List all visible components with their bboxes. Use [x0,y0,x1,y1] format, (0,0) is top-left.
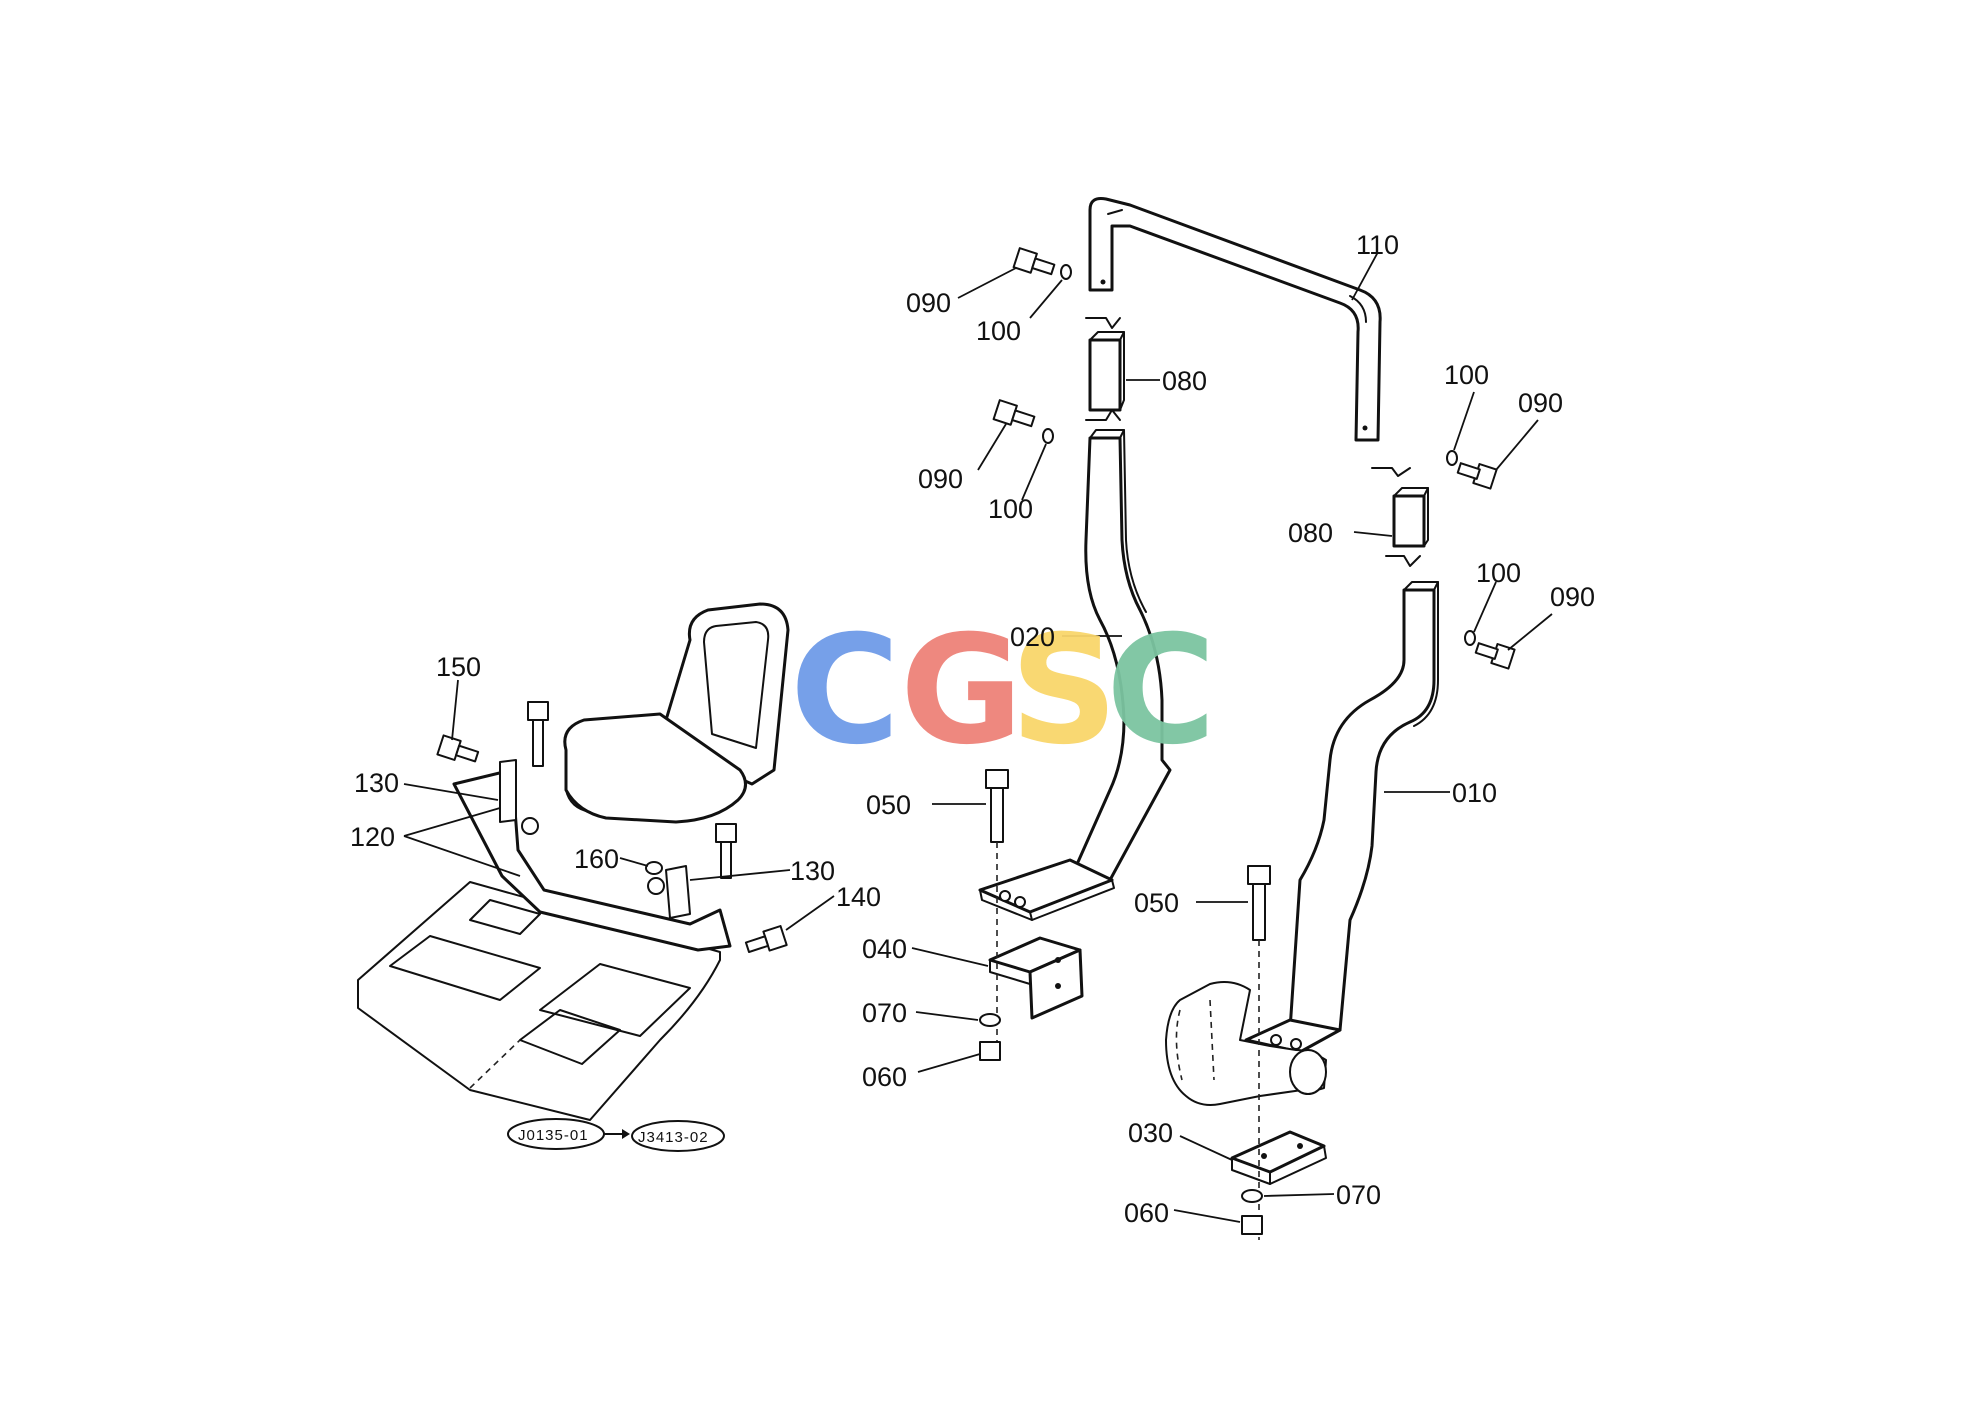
watermark-letter-3: S [1010,604,1118,778]
reference-links: J0135-01 J3413-02 [507,1118,725,1152]
callout-090-b: 090 [918,464,963,494]
watermark-letter-1: C [790,604,900,778]
reference-2: J3413-02 [638,1129,709,1146]
callout-080-b: 080 [1288,518,1333,548]
callout-120: 120 [350,822,395,852]
callout-140: 140 [836,882,881,912]
callout-070-a: 070 [862,998,907,1028]
callout-110: 110 [1356,230,1399,260]
callout-090-c: 090 [1518,388,1563,418]
leader-lines [403,251,1553,1223]
callout-150: 150 [436,652,481,682]
bracket-040 [988,936,1084,1020]
callout-130-b: 130 [790,856,835,886]
right-upright-010 [1244,467,1439,1063]
callout-070-b: 070 [1336,1180,1381,1210]
callout-080-a: 080 [1162,366,1207,396]
hardware [979,247,1516,1240]
seat [563,602,790,824]
callout-130-a: 130 [354,768,399,798]
callout-020: 020 [1010,622,1055,652]
callout-060-a: 060 [862,1062,907,1092]
cgsc-watermark: C G S C [790,604,1216,778]
watermark-letter-4: C [1106,604,1216,778]
reference-1: J0135-01 [518,1127,589,1144]
callout-090-a: 090 [906,288,951,318]
seat-rail [452,759,732,952]
roll-bar-top-110 [1088,197,1382,442]
callout-060-b: 060 [1124,1198,1169,1228]
callout-160: 160 [574,844,619,874]
callout-090-d: 090 [1550,582,1595,612]
callout-040: 040 [862,934,907,964]
callout-100-a: 100 [976,316,1021,346]
axle-housing [1165,981,1327,1106]
bracket-030 [1230,1130,1327,1185]
sleeve-left-080 [1085,317,1125,421]
callout-100-b: 100 [988,494,1033,524]
callout-050-b: 050 [1134,888,1179,918]
watermark-letter-2: G [900,604,1023,778]
seat-hardware [436,701,788,954]
floor-plate [357,881,721,1121]
callout-labels: 110 090 100 080 090 100 100 090 080 100 … [350,230,1595,1228]
callout-100-c: 100 [1444,360,1489,390]
callout-030: 030 [1128,1118,1173,1148]
callout-010: 010 [1452,778,1497,808]
callout-100-d: 100 [1476,558,1521,588]
left-upright-020 [978,429,1172,921]
callout-050-a: 050 [866,790,911,820]
